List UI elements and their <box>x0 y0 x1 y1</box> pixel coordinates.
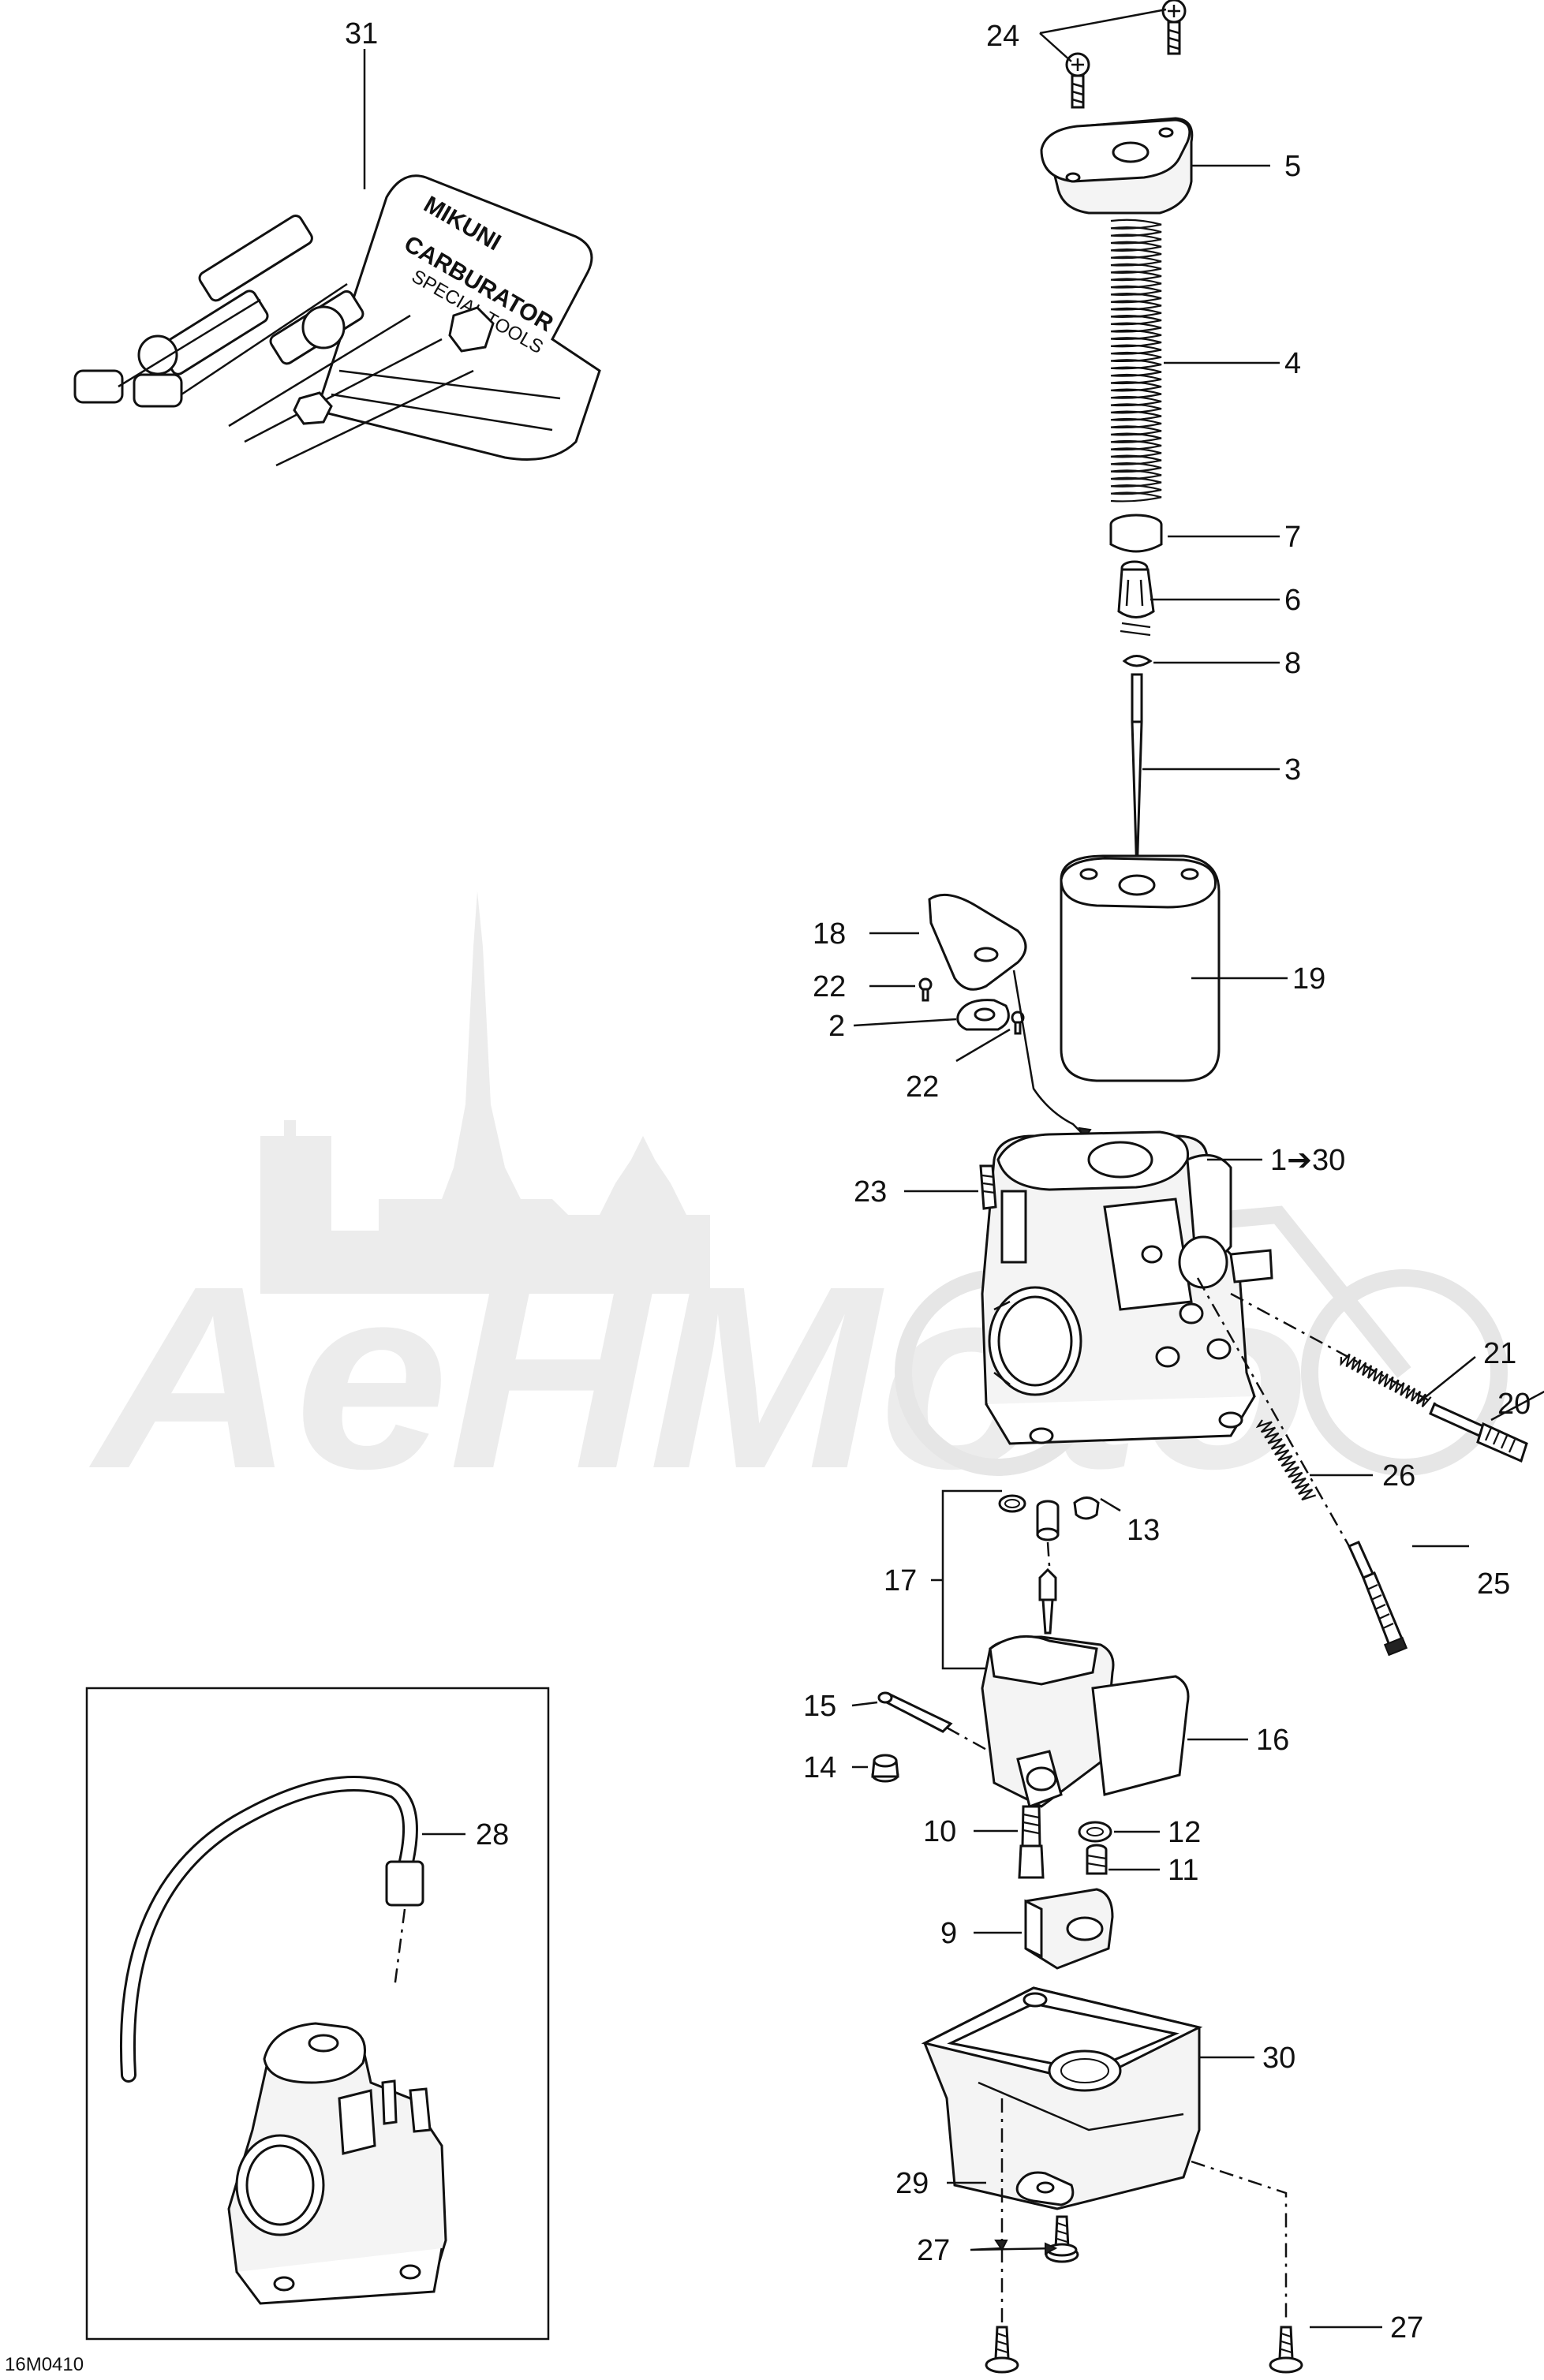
label-17: 17 <box>884 1564 917 1597</box>
o-ring-17 <box>998 1494 1026 1513</box>
baffle <box>1024 1888 1114 1970</box>
label-31: 31 <box>345 17 378 50</box>
main-jet-11 <box>1086 1844 1108 1875</box>
screw-24-left <box>1065 52 1090 109</box>
label-12: 12 <box>1168 1816 1201 1849</box>
float <box>981 1635 1190 1808</box>
label-6: 6 <box>1284 584 1301 617</box>
needle-holder <box>1117 560 1155 637</box>
label-10: 10 <box>923 1815 956 1848</box>
figure-code: 16M0410 <box>5 2354 84 2375</box>
screw-27-middle <box>1045 2215 1079 2263</box>
label-22-upper: 22 <box>813 970 846 1003</box>
label-15: 15 <box>803 1690 836 1723</box>
washer-12 <box>1078 1821 1112 1843</box>
special-tools-kit: MIKUNI CARBURATOR SPECIAL TOOLS <box>73 174 601 467</box>
watermark-skyline <box>260 891 710 1294</box>
label-30: 30 <box>1262 2042 1295 2075</box>
air-jet-23 <box>979 1164 997 1210</box>
label-22-lower: 22 <box>906 1070 939 1104</box>
label-19: 19 <box>1292 962 1325 996</box>
label-21: 21 <box>1483 1337 1516 1370</box>
label-2: 2 <box>828 1010 845 1043</box>
throttle-plate <box>928 893 1027 991</box>
label-7: 7 <box>1284 521 1301 554</box>
label-14: 14 <box>803 1751 836 1784</box>
needle-seat <box>1036 1500 1060 1541</box>
watermark: AeHMoto <box>86 891 1508 1523</box>
label-28: 28 <box>476 1818 509 1851</box>
throttle-slide <box>1060 854 1221 1082</box>
label-11: 11 <box>1168 1854 1198 1887</box>
part-labels: 31 24 5 4 7 6 8 3 18 19 22 2 22 1➔30 23 … <box>5 17 1531 2375</box>
label-25: 25 <box>1477 1567 1510 1601</box>
spring-seat <box>1109 514 1163 553</box>
plate-29 <box>1015 2171 1075 2206</box>
label-1-30: 1➔30 <box>1270 1144 1345 1177</box>
label-13: 13 <box>1127 1514 1160 1547</box>
label-4: 4 <box>1284 347 1301 380</box>
screw-24-right <box>1161 0 1187 55</box>
screw-22-upper <box>918 977 933 1002</box>
o-ring-13 <box>1073 1496 1100 1520</box>
throttle-spring <box>1110 219 1162 503</box>
label-27-left: 27 <box>917 2234 950 2267</box>
label-24: 24 <box>986 20 1019 53</box>
carburetor-body <box>981 1130 1273 1445</box>
label-26: 26 <box>1382 1459 1415 1493</box>
pilot-screw <box>1429 1402 1528 1463</box>
label-16: 16 <box>1256 1724 1289 1757</box>
screw-27-left <box>985 2326 1019 2374</box>
label-27-right: 27 <box>1390 2311 1423 2345</box>
screw-27-right <box>1269 2326 1303 2374</box>
main-jet-10 <box>1018 1805 1045 1879</box>
top-cap <box>1040 117 1194 215</box>
label-23: 23 <box>854 1175 887 1209</box>
float-pin <box>877 1691 953 1733</box>
label-9: 9 <box>940 1917 957 1950</box>
e-clip <box>1122 655 1153 667</box>
washer-2 <box>956 999 1010 1031</box>
jet-needle <box>1131 673 1143 876</box>
label-20: 20 <box>1497 1388 1531 1421</box>
float-screw <box>871 1754 899 1783</box>
label-8: 8 <box>1284 647 1301 680</box>
label-29: 29 <box>895 2167 929 2200</box>
label-5: 5 <box>1284 150 1301 183</box>
pilot-screw-spring <box>1340 1353 1432 1408</box>
label-18: 18 <box>813 917 846 951</box>
throttle-stop-screw <box>1347 1541 1408 1657</box>
float-bowl <box>921 1986 1203 2210</box>
label-3: 3 <box>1284 753 1301 786</box>
inset-box <box>85 1687 550 2341</box>
throttle-stop-spring <box>1255 1419 1317 1501</box>
